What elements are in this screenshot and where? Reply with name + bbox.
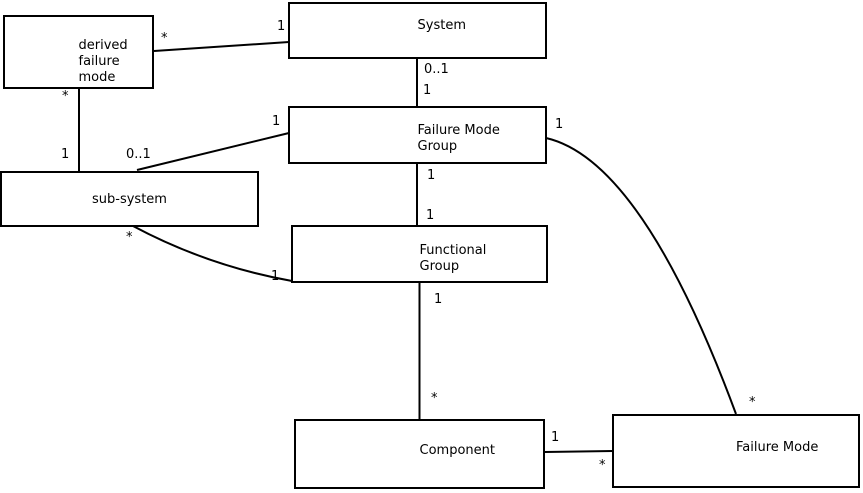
node-system: System xyxy=(288,2,547,59)
mult-fmgroup-funcgroup-at-funcgroup: 1 xyxy=(426,208,435,223)
assoc-sub-system-failure-mode-group-line xyxy=(136,132,290,171)
mult-derived-subsystem-at-derived: * xyxy=(62,89,69,104)
mult-funcgroup-component-at-component: * xyxy=(431,391,438,406)
mult-subsystem-funcgroup-at-funcgroup: 1 xyxy=(271,269,280,284)
mult-subsystem-funcgroup-at-subsystem: * xyxy=(126,230,133,245)
mult-component-failuremode-at-component: 1 xyxy=(551,430,560,445)
mult-system-derived-at-derived: * xyxy=(161,31,168,46)
assoc-sub-system-functional-group-curve xyxy=(132,225,293,282)
node-component-label: Component xyxy=(419,443,495,458)
node-functional-group: Functional Group xyxy=(291,225,548,283)
node-functional-group-label: Functional Group xyxy=(419,243,487,274)
mult-fmgroup-funcgroup-at-fmgroup: 1 xyxy=(427,168,436,183)
node-derived-failure-mode: derived failure mode xyxy=(3,15,154,89)
node-system-label: System xyxy=(417,17,466,33)
mult-subsystem-fmgroup-at-fmgroup: 1 xyxy=(272,114,281,129)
node-failure-mode-label: Failure Mode xyxy=(736,440,819,455)
assoc-failure-mode-group-failure-mode-curve xyxy=(545,137,737,415)
mult-funcgroup-component-at-funcgroup: 1 xyxy=(434,292,443,307)
node-component: Component xyxy=(294,419,545,489)
mult-system-fmgroup-at-fmgroup: 1 xyxy=(423,83,432,98)
mult-subsystem-fmgroup-at-subsystem: 0..1 xyxy=(126,147,151,162)
node-failure-mode: Failure Mode xyxy=(612,414,860,488)
node-sub-system: sub-system xyxy=(0,171,259,227)
node-sub-system-label: sub-system xyxy=(92,192,167,207)
mult-system-derived-at-system: 1 xyxy=(277,19,286,34)
mult-fmgroup-failuremode-at-fmgroup: 1 xyxy=(555,117,564,132)
mult-component-failuremode-at-failuremode: * xyxy=(599,458,606,473)
mult-fmgroup-failuremode-at-failuremode: * xyxy=(749,395,756,410)
mult-system-fmgroup-at-system: 0..1 xyxy=(424,62,449,77)
mult-derived-subsystem-at-subsystem: 1 xyxy=(61,147,70,162)
node-failure-mode-group: Failure Mode Group xyxy=(288,106,547,164)
node-failure-mode-group-label: Failure Mode Group xyxy=(417,123,500,154)
assoc-component-failure-mode-line xyxy=(544,450,614,453)
node-derived-failure-mode-label: derived failure mode xyxy=(78,38,128,85)
assoc-derived-failure-mode-system-line xyxy=(153,41,290,52)
